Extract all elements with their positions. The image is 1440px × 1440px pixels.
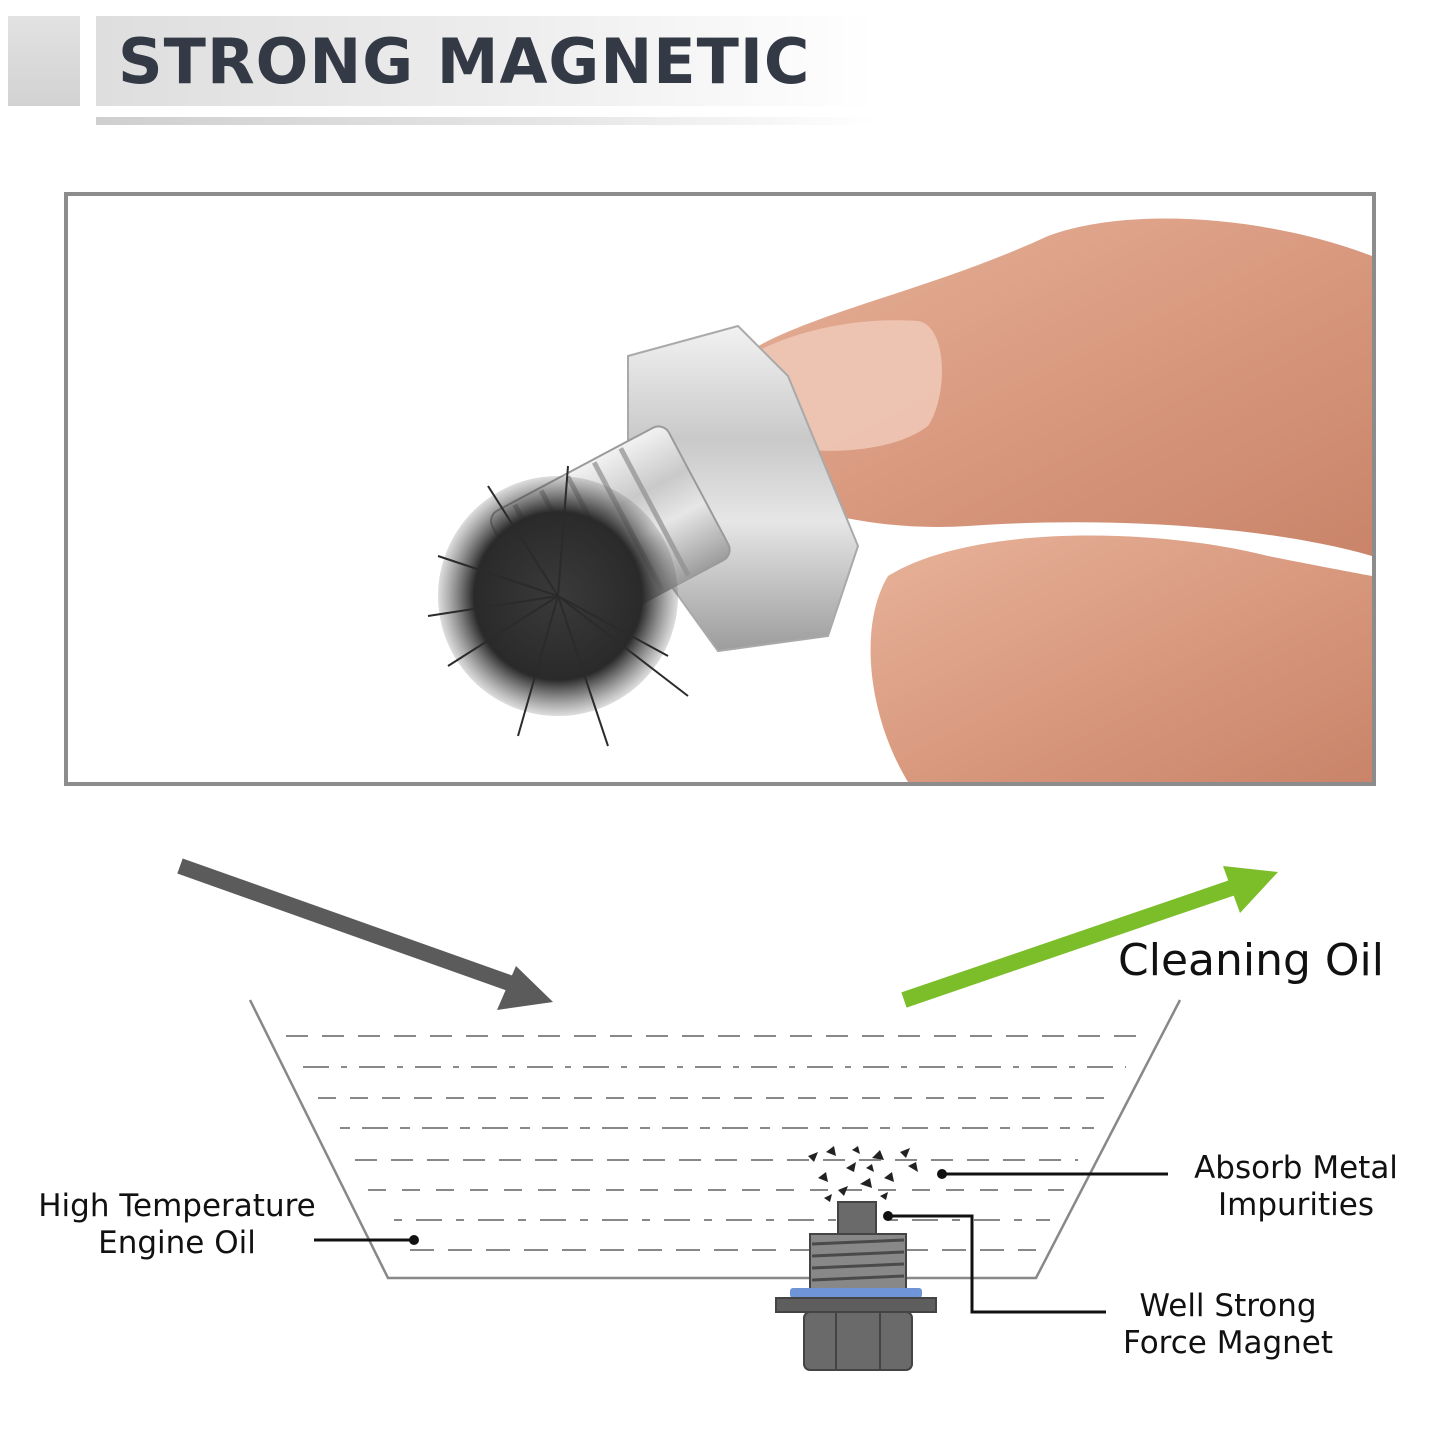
header-band — [96, 16, 876, 106]
product-photo — [64, 192, 1376, 786]
magnet-drain-plug-icon — [775, 1201, 937, 1371]
absorb-label-line-2: Impurities — [1217, 1187, 1374, 1224]
oil-pan-outline — [248, 999, 1182, 1280]
oil-pan-diagram — [177, 858, 1278, 1371]
oil-level-lines — [286, 1035, 1142, 1251]
cleaning-oil-arrow-icon — [901, 866, 1278, 1008]
magnet-label-line-1: Well Strong — [1139, 1288, 1317, 1324]
engine-oil-label-line-1: High Temperature — [38, 1188, 316, 1224]
metal-particles-icon — [808, 1146, 918, 1202]
cleaning-oil-label: Cleaning Oil — [1118, 935, 1384, 986]
header-accent-block — [8, 16, 80, 106]
magnet-plug-photo-illustration — [427, 218, 1372, 782]
engine-oil-label-line-2: Engine Oil — [98, 1225, 256, 1262]
engine-oil-label: High Temperature Engine Oil — [18, 1188, 336, 1262]
iron-filings-icon — [427, 465, 689, 747]
callout-lines — [314, 1172, 1168, 1314]
absorb-impurities-label: Absorb Metal Impurities — [1178, 1150, 1414, 1224]
header-underline — [96, 117, 876, 125]
absorb-label-line-1: Absorb Metal — [1194, 1150, 1398, 1186]
strong-magnet-label: Well Strong Force Magnet — [1098, 1288, 1358, 1362]
page-title: STRONG MAGNETIC — [118, 25, 811, 98]
magnet-label-line-2: Force Magnet — [1122, 1325, 1334, 1362]
incoming-oil-arrow-icon — [177, 858, 553, 1010]
callout-dots — [409, 1169, 947, 1245]
